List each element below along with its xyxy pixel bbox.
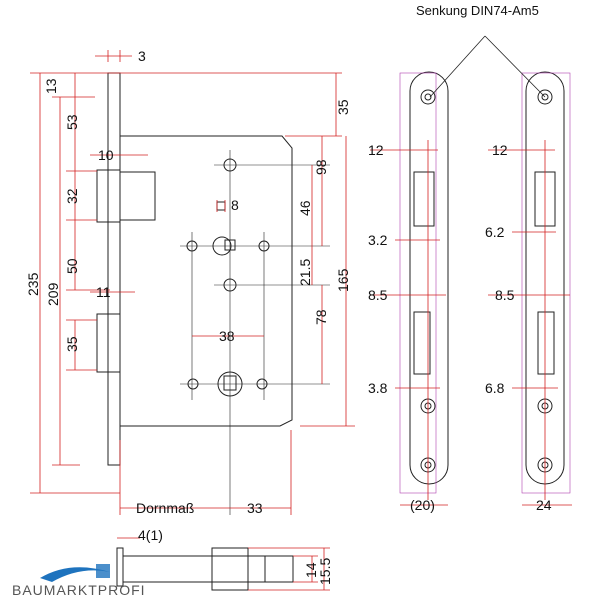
senkung-title: Senkung DIN74-Am5 <box>416 3 539 18</box>
side-dim-15-5: 15.5 <box>317 558 333 585</box>
faceplate-2-screw-top <box>537 89 553 105</box>
fp2-dim-24: 24 <box>536 497 552 513</box>
side-cover <box>264 555 294 583</box>
faceplate-1-outline <box>409 71 449 485</box>
center-lines <box>180 150 330 515</box>
dead-bolt <box>96 313 121 373</box>
dim-21-5: 21.5 <box>297 259 313 286</box>
dim-10: 10 <box>98 147 114 163</box>
lock-body-front-view <box>96 72 293 466</box>
dim-53: 53 <box>64 114 80 130</box>
dim-11: 11 <box>96 284 111 300</box>
faceplate-1-bbox <box>399 72 437 494</box>
dim-209: 209 <box>45 282 61 306</box>
faceplate-2-bbox <box>521 72 571 494</box>
side-dim-14: 14 <box>303 562 319 578</box>
fp1-dim-20: (20) <box>410 497 435 513</box>
dim-35-left: 35 <box>64 336 80 352</box>
fp2-dim-6-8: 6.8 <box>485 380 505 396</box>
fp2-dim-12: 12 <box>492 142 508 158</box>
latch-bolt-body <box>119 171 156 221</box>
senkung-leader-lines <box>429 35 546 98</box>
fp1-dim-8-5: 8.5 <box>368 287 388 303</box>
fp1-dim-12: 12 <box>368 142 384 158</box>
dim-46: 46 <box>297 200 313 216</box>
dim-78: 78 <box>313 309 329 325</box>
side-body <box>122 555 294 583</box>
faceplate-1-screw-top-inner <box>424 93 432 101</box>
faceplate-2-screw-top-inner <box>541 93 549 101</box>
faceplate-2-outline <box>525 71 565 485</box>
side-faceplate <box>116 547 124 587</box>
logo-accent <box>96 564 110 578</box>
dim-35-top: 35 <box>335 99 351 115</box>
fp1-dim-3-2: 3.2 <box>368 232 388 248</box>
faceplate-dimension-lines <box>370 140 572 506</box>
dimension-lines <box>30 50 355 515</box>
lock-side-view <box>116 547 294 591</box>
fp2-dim-8-5: 8.5 <box>495 287 515 303</box>
dim-3: 3 <box>138 48 146 64</box>
dim-165: 165 <box>335 268 351 292</box>
faceplate-1-screw-top <box>420 89 436 105</box>
dim-8: 8 <box>231 197 239 213</box>
dim-33: 33 <box>247 500 263 516</box>
side-dimension-lines <box>117 537 330 591</box>
side-dim-4-1: 4(1) <box>138 527 163 543</box>
dim-98: 98 <box>313 159 329 175</box>
dim-50: 50 <box>64 258 80 274</box>
dim-235: 235 <box>25 272 41 296</box>
faceplate-1-bolt-slot <box>413 311 431 375</box>
logo-swoosh <box>40 567 110 582</box>
faceplate-1-latch-slot <box>413 171 435 227</box>
baumarktprofi-logo: BAUMARKTPROFI <box>12 564 146 598</box>
dim-32: 32 <box>64 188 80 204</box>
lock-case <box>119 135 293 427</box>
fp1-dim-3-8: 3.8 <box>368 380 388 396</box>
dim-13: 13 <box>43 78 59 94</box>
dim-dornmass: Dornmaß <box>136 500 194 516</box>
fp2-dim-6-2: 6.2 <box>485 224 505 240</box>
faceplate-view-1 <box>409 71 449 485</box>
faceplate-2-bolt-slot <box>537 311 555 375</box>
faceplate-strip <box>107 72 121 466</box>
dim-38: 38 <box>219 328 235 344</box>
follower-spindle <box>216 201 226 211</box>
logo-text: BAUMARKTPROFI <box>12 582 146 598</box>
side-hub <box>211 547 249 591</box>
